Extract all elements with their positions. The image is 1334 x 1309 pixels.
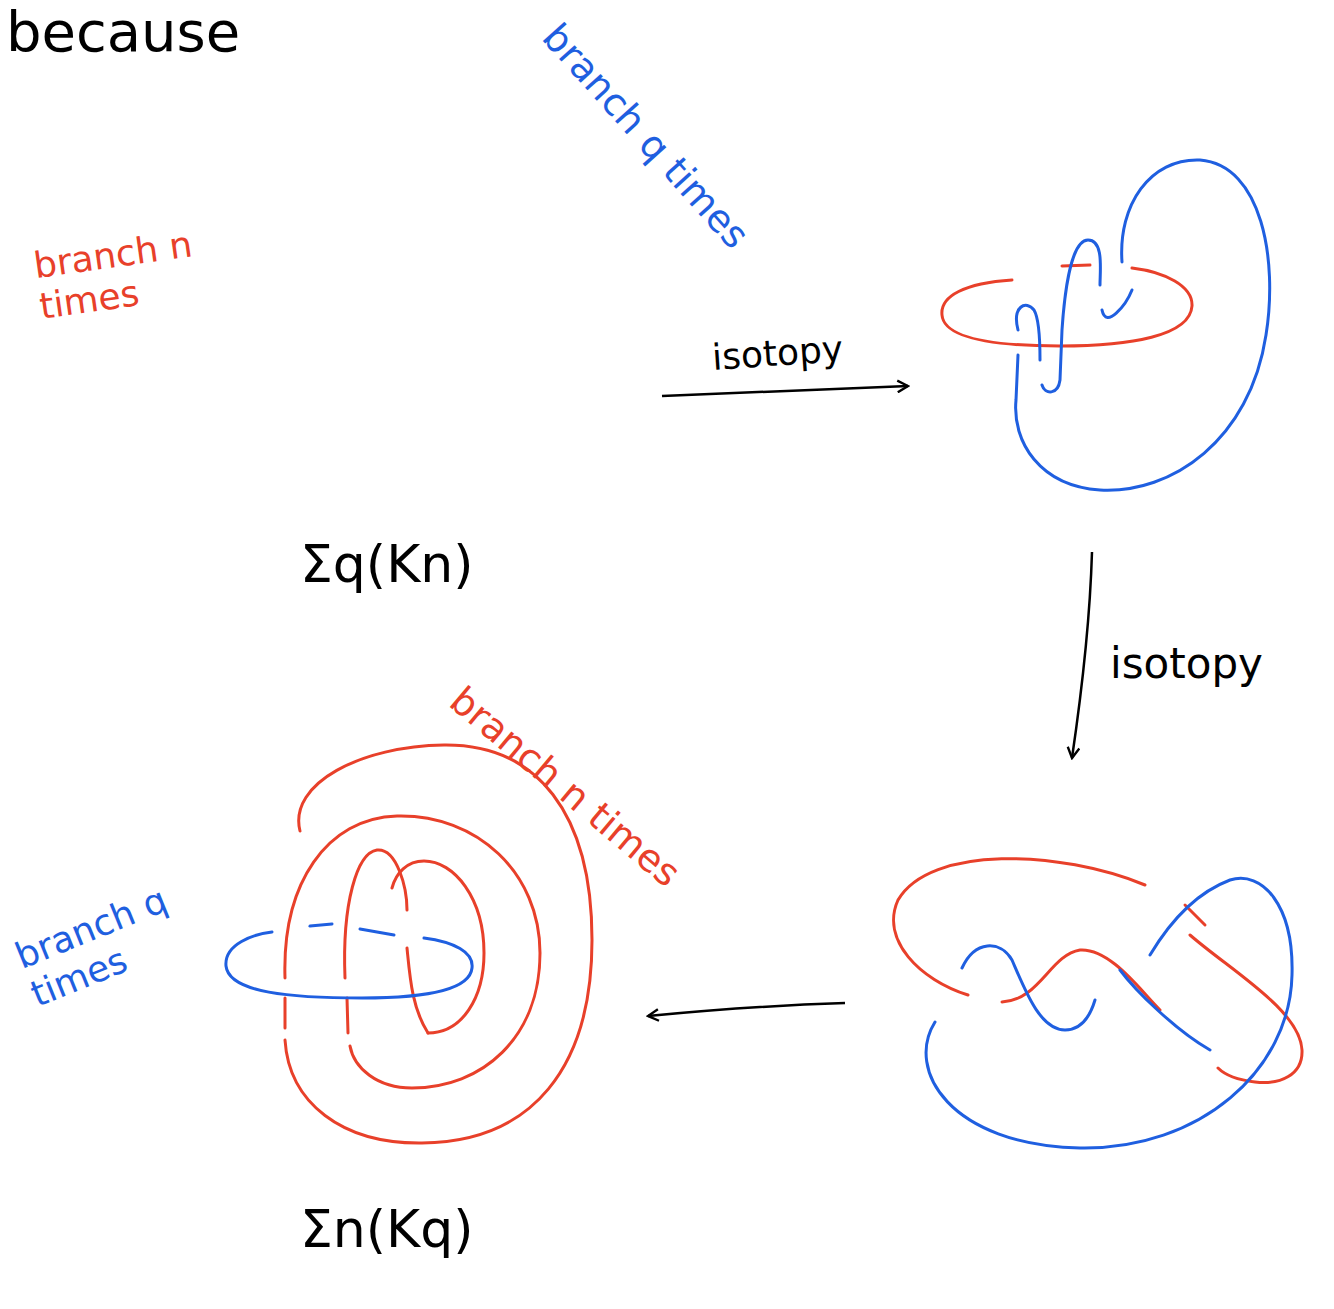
arrow-label: isotopy — [711, 323, 913, 378]
knot-figure — [226, 745, 592, 1143]
heading-note: because — [6, 0, 266, 64]
arrow-label: isotopy — [1110, 640, 1330, 688]
cover-name: Σq(Kn) — [300, 535, 580, 595]
branch-label: branch n times — [31, 219, 231, 327]
branch-label: branch n times — [441, 679, 699, 905]
branch-label: branch q times — [533, 16, 766, 268]
cover-name: Σn(Kq) — [300, 1200, 580, 1260]
branch-label: branch q times — [9, 867, 216, 1015]
